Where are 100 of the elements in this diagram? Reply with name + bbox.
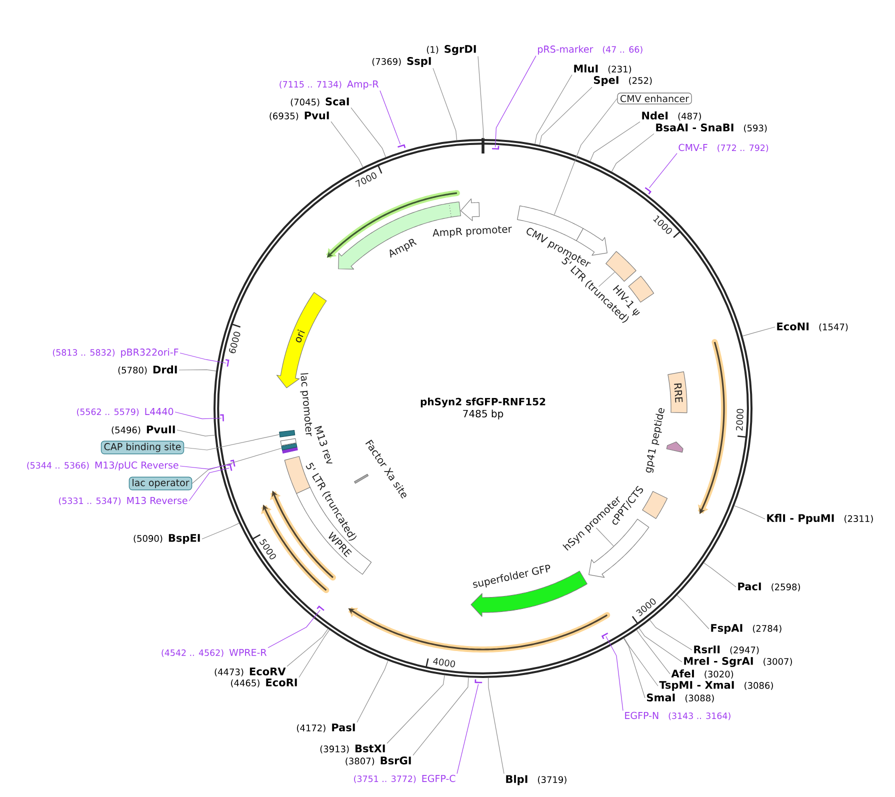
primer-mark — [601, 632, 608, 640]
orf-indicator — [698, 339, 727, 516]
primer-mark — [220, 414, 224, 422]
primer-label: (5331 .. 5347) M13 Reverse — [59, 496, 188, 506]
leader-line — [488, 678, 504, 774]
feature-box — [281, 443, 298, 450]
restriction-site-label: (1) SgrDI — [426, 44, 476, 56]
feature-box — [279, 430, 296, 438]
leader-line — [590, 121, 640, 162]
leader-line — [606, 636, 624, 711]
leader-line — [624, 638, 658, 686]
primer-mark — [644, 187, 652, 194]
restriction-site-label: EcoNI (1547) — [777, 322, 848, 332]
primer-label: pRS-marker (47 .. 66) — [538, 45, 642, 55]
leader-line — [456, 684, 479, 774]
leader-line — [676, 595, 710, 630]
leader-line — [623, 638, 646, 698]
leader-line — [330, 121, 364, 168]
feature-label: gp41 peptide — [646, 408, 664, 473]
leader-line — [650, 620, 692, 650]
primer-mark — [316, 606, 324, 611]
feature-box — [280, 438, 296, 446]
restriction-site-label: (4465) EcoRI — [231, 678, 297, 688]
restriction-site-label: (4473) EcoRV — [214, 668, 286, 676]
feature-box: RRE — [668, 371, 688, 414]
leader-line — [534, 74, 572, 144]
leader-line — [350, 107, 386, 158]
restriction-site-label: AfeI (3020) — [671, 669, 734, 679]
leader-line — [180, 352, 227, 364]
leader-line — [202, 522, 240, 540]
restriction-site-label: (3913) BstXI — [320, 744, 385, 754]
restriction-site-label: SpeI (252) — [594, 76, 652, 86]
leader-line — [539, 86, 592, 146]
restriction-site-label: PacI (2598) — [738, 582, 800, 592]
leader-line — [432, 68, 458, 141]
restriction-site-label: TspMI - XmaI (3086) — [659, 681, 773, 691]
leader-line — [596, 528, 614, 546]
leader-line — [380, 90, 401, 145]
primer-label: (4542 .. 4562) WPRE-R — [162, 648, 267, 658]
primer-label: (3751 .. 3772) EGFP-C — [354, 774, 456, 784]
restriction-site-label: FspAI (2784) — [711, 624, 782, 634]
leader-line — [386, 674, 445, 744]
restriction-site-label: KflI - PpuMI (2311) — [767, 514, 873, 524]
primer-label: (5562 .. 5579) L4440 — [77, 408, 174, 416]
leader-line — [704, 562, 736, 588]
primer-label: CMV-F (772 .. 792) — [678, 144, 768, 152]
leader-line — [178, 369, 216, 372]
restriction-site-label: (5780) DrdI — [118, 365, 177, 375]
restriction-site-label: (5496) PvuII — [112, 426, 175, 434]
orf-indicator — [325, 190, 460, 260]
primer-mark — [398, 144, 406, 148]
leader-line — [648, 153, 678, 188]
feature-box — [606, 251, 636, 282]
restriction-site-label: (6935) PvuI — [270, 112, 329, 120]
restriction-site-label: SmaI (3088) — [646, 694, 714, 702]
primer-mark — [230, 460, 236, 467]
leader-line — [192, 448, 282, 484]
primer-label: (5813 .. 5832) pBR322ori-F — [52, 348, 178, 358]
leader-line — [174, 412, 222, 420]
restriction-site-label: BsaAI - SnaBI (593) — [656, 124, 767, 132]
leader-line — [611, 133, 654, 172]
feature-tag: CAP binding site — [100, 440, 184, 454]
leader-line — [356, 660, 388, 723]
leader-line — [286, 628, 328, 667]
restriction-site-label: BlpI (3719) — [506, 774, 566, 786]
leader-line — [494, 56, 536, 148]
restriction-site-label: (3807) BsrGI — [346, 756, 411, 766]
tick-label: 7000 — [355, 172, 377, 187]
tick-label: 6000 — [229, 332, 240, 354]
leader-line — [268, 610, 320, 648]
leader-line — [742, 326, 776, 336]
tick-label: 2000 — [736, 408, 744, 431]
leader-line — [184, 434, 280, 450]
restriction-site-label: (7369) SspI — [372, 57, 431, 67]
orf-indicator — [346, 606, 610, 652]
leader-line — [598, 272, 615, 287]
primer-label: EGFP-N (3143 .. 3164) — [625, 712, 730, 720]
leader-line — [298, 630, 330, 678]
restriction-site-label: (4172) PasI — [297, 724, 355, 732]
leader-line — [478, 56, 484, 140]
feature-tag: CMV enhancer — [617, 92, 692, 104]
restriction-site-label: (5090) BspEI — [134, 534, 200, 544]
primer-mark — [225, 359, 230, 367]
tick-label: 4000 — [433, 658, 456, 668]
leader-line — [180, 464, 233, 470]
primer-label: (5344 .. 5366) M13/pUC Reverse — [27, 461, 178, 470]
feature-label: AmpR promoter — [432, 226, 512, 238]
feature-label: M13 rev — [314, 426, 332, 464]
primer-mark — [492, 146, 500, 150]
primer-label: (7115 .. 7134) Amp-R — [280, 80, 379, 90]
leader-line — [638, 628, 682, 662]
restriction-site-label: RsrII (2947) — [694, 646, 759, 654]
restriction-site-label: (7045) ScaI — [290, 98, 349, 106]
restriction-site-label: NdeI (487) — [642, 111, 701, 121]
leader-line — [188, 468, 230, 502]
leader-line — [412, 677, 469, 756]
primer-mark — [227, 464, 232, 471]
leader-line — [176, 430, 216, 436]
feature-box — [517, 206, 584, 242]
restriction-site-label: MreI - SgrAI (3007) — [684, 656, 792, 668]
